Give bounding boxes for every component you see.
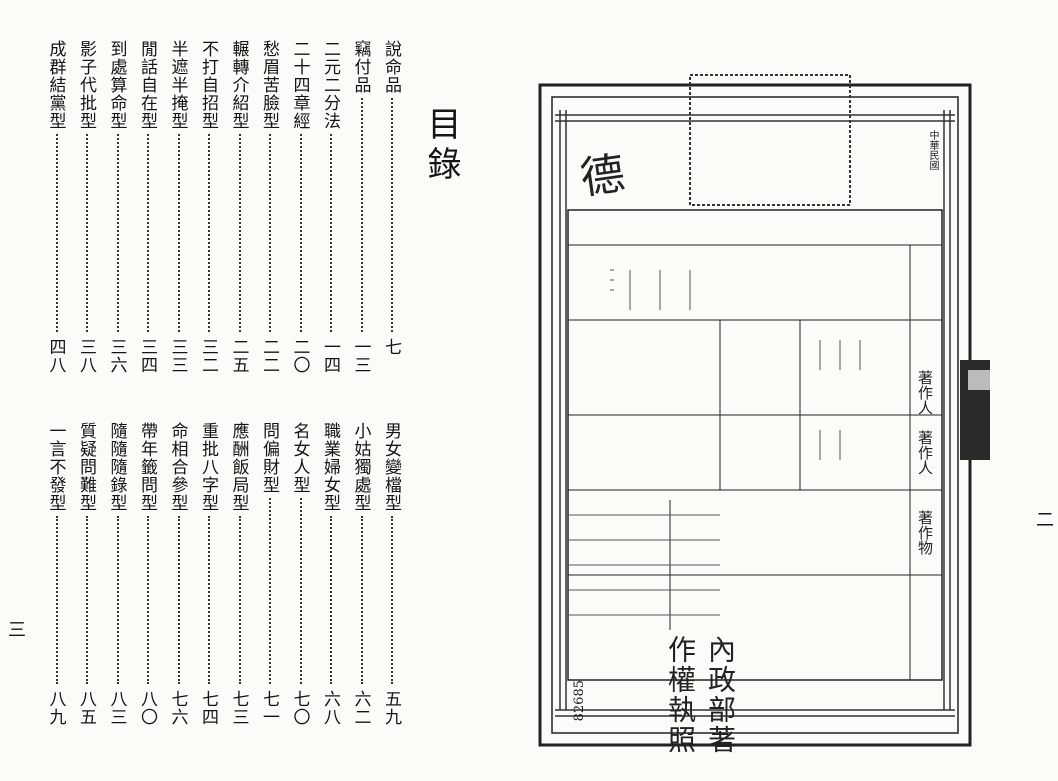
toc-entry-page: 八〇 xyxy=(137,690,157,726)
toc-leader-dots xyxy=(86,516,88,684)
certificate-header-col2: 著作人 xyxy=(916,430,934,475)
republic-label: 中華民國 xyxy=(927,130,938,170)
toc-leader-dots xyxy=(177,516,180,684)
toc-entry-page: 七四 xyxy=(198,690,218,726)
toc-entry-title: 閒話自在型 xyxy=(137,40,157,130)
toc-leader-dots xyxy=(147,516,149,684)
toc-leader-dots xyxy=(208,516,210,684)
toc-leader-dots xyxy=(360,98,363,332)
toc-entry-title: 成群結黨型 xyxy=(45,40,66,130)
toc-leader-dots xyxy=(391,516,393,684)
toc-entry-page: 二二 xyxy=(259,338,279,374)
toc-entry-page: 七六 xyxy=(167,690,188,726)
toc-entry-title: 小姑獨處型 xyxy=(350,422,371,512)
page-number-left: 三 xyxy=(8,620,26,641)
toc-entry-title: 不打自招型 xyxy=(198,40,218,130)
toc-entry-page: 一三 xyxy=(350,338,371,374)
toc-leader-dots xyxy=(238,516,241,684)
toc-entry-title: 二元二分法 xyxy=(320,40,340,130)
toc-leader-dots xyxy=(299,134,302,332)
toc-entry-title: 男女變檔型 xyxy=(381,422,401,512)
toc-entry-page: 六八 xyxy=(320,690,340,726)
toc-leader-dots xyxy=(330,134,332,332)
toc-leader-dots xyxy=(269,134,271,332)
toc-entry-page: 五九 xyxy=(381,690,401,726)
certificate-header: 內政部著作權執照 xyxy=(664,635,737,755)
toc-leader-dots xyxy=(116,516,119,684)
toc-entry-page: 七〇 xyxy=(289,690,310,726)
toc-entry-title: 帶年籤問型 xyxy=(137,422,157,512)
toc-entry-title: 到處算命型 xyxy=(106,40,127,130)
toc-entry-page: 三二 xyxy=(198,338,218,374)
toc-entry-page: 四八 xyxy=(45,338,66,374)
toc-entry-page: 二五 xyxy=(228,338,249,374)
toc-leader-dots xyxy=(330,516,332,684)
toc-entry-title: 重批八字型 xyxy=(198,422,218,512)
toc-entry-page: 三四 xyxy=(137,338,157,374)
toc-entry-page: 八五 xyxy=(76,690,96,726)
certificate-border xyxy=(538,74,990,747)
toc-entry-page: 七三 xyxy=(228,690,249,726)
toc-entry-page: 七 xyxy=(381,338,401,356)
toc-leader-dots xyxy=(116,134,119,332)
toc-entry-title: 質疑問難型 xyxy=(76,422,96,512)
toc-leader-dots xyxy=(177,134,180,332)
toc-entry-title: 竊付品 xyxy=(350,40,371,94)
toc-entry-page: 一四 xyxy=(320,338,340,374)
toc-entry-title: 職業婦女型 xyxy=(320,422,340,512)
toc-leader-dots xyxy=(55,134,58,332)
toc-leader-dots xyxy=(55,516,58,684)
toc-leader-dots xyxy=(147,134,149,332)
page-number-right: 二 xyxy=(1036,510,1054,531)
toc-entry-title: 名女人型 xyxy=(289,422,310,494)
toc-leader-dots xyxy=(208,134,210,332)
toc-entry-title: 說命品 xyxy=(381,40,401,94)
toc-entry-title: 命相合參型 xyxy=(167,422,188,512)
toc-entry-page: 三六 xyxy=(106,338,127,374)
toc-leader-dots xyxy=(269,498,271,684)
toc-entry-title: 愁眉苦臉型 xyxy=(259,40,279,130)
toc-leader-dots xyxy=(299,498,302,684)
copyright-license-certificate: 德 內政部著作權執照 著作人 著作人 著作物 中華民國 82685 xyxy=(520,70,990,760)
toc-leader-dots xyxy=(86,134,88,332)
certificate-header-col1: 著作人 xyxy=(916,370,934,415)
toc-entry-page: 六二 xyxy=(350,690,371,726)
toc-entry-page: 三三 xyxy=(167,338,188,374)
toc-leader-dots xyxy=(391,98,393,332)
toc-entry-title: 半遮半掩型 xyxy=(167,40,188,130)
toc-leader-dots xyxy=(360,516,363,684)
toc-title: 目錄 xyxy=(421,106,461,186)
toc-entry-title: 隨隨隨錄型 xyxy=(106,422,127,512)
toc-entry-title: 一言不發型 xyxy=(45,422,66,512)
toc-entry-page: 三八 xyxy=(76,338,96,374)
certificate-header-col3: 著作物 xyxy=(916,510,934,555)
toc-entry-page: 二〇 xyxy=(289,338,310,374)
toc-entry-page: 八三 xyxy=(106,690,127,726)
toc-entry-title: 應酬飯局型 xyxy=(228,422,249,512)
toc-leader-dots xyxy=(238,134,241,332)
certificate-number: 82685 xyxy=(572,680,587,722)
toc-entry-page: 八九 xyxy=(45,690,66,726)
toc-entry-title: 二十四章經 xyxy=(289,40,310,130)
toc-entry-title: 問偏財型 xyxy=(259,422,279,494)
toc-entry-title: 影子代批型 xyxy=(76,40,96,130)
toc-entry-title: 輾轉介紹型 xyxy=(228,40,249,130)
seal-character: 德 xyxy=(577,148,628,205)
toc-entry-page: 七一 xyxy=(259,690,279,726)
